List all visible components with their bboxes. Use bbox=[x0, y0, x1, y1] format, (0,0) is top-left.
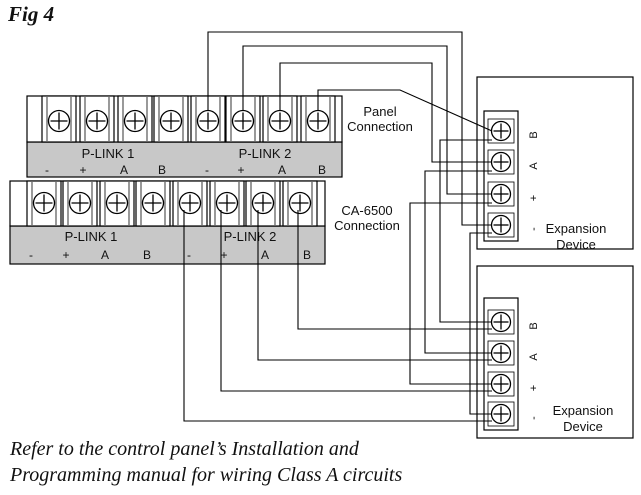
wire-dev1-a-return bbox=[424, 170, 492, 354]
expansion-device-2-label-1: Expansion bbox=[553, 403, 614, 418]
ca6500_board-group2-label: P-LINK 2 bbox=[224, 229, 277, 244]
wire-dev1-minus-return bbox=[469, 232, 492, 415]
expansion-device-1-label-1: Expansion bbox=[546, 221, 607, 236]
caption-line-1: Refer to the control panel’s Installatio… bbox=[10, 438, 359, 460]
panel_board-symbol-2: + bbox=[79, 163, 86, 177]
ca6500_board-terminal-7 bbox=[245, 180, 281, 227]
panel_board-symbol-1: - bbox=[45, 163, 49, 177]
caption: Refer to the control panel’s Installatio… bbox=[10, 436, 630, 488]
wire-ca-minus bbox=[183, 210, 492, 422]
expansion-device-1-symbol-4: - bbox=[528, 227, 540, 231]
ca6500_board-connection-label-2: Connection bbox=[334, 218, 400, 233]
ca6500_board-symbol-1: - bbox=[29, 248, 33, 262]
wire-ca-plus bbox=[220, 210, 492, 392]
expansion-device-2-symbol-4: - bbox=[528, 416, 540, 420]
wire-ca-a bbox=[257, 210, 492, 361]
expansion-device-1-symbol-1: B bbox=[528, 131, 540, 138]
ca6500_board-symbol-7: A bbox=[261, 248, 269, 262]
expansion-device-2-symbol-3: + bbox=[528, 385, 540, 391]
panel_board-group2-label: P-LINK 2 bbox=[239, 146, 292, 161]
wire-panel-minus bbox=[207, 31, 492, 226]
panel_board-symbol-6: + bbox=[237, 163, 244, 177]
expansion-device-2-label-2: Device bbox=[563, 419, 603, 434]
wire-dev1-plus-return bbox=[409, 202, 492, 385]
expansion-device-2-symbol-2: A bbox=[528, 353, 540, 361]
ca6500_board-label-strip bbox=[9, 225, 326, 265]
expansion-device-1-symbol-2: A bbox=[528, 162, 540, 170]
panel_board-symbol-7: A bbox=[278, 163, 286, 177]
figure-title: Fig 4 bbox=[8, 2, 55, 26]
panel_board-symbol-4: B bbox=[158, 163, 166, 177]
caption-line-2: Programming manual for wiring Class A ci… bbox=[10, 464, 403, 486]
ca6500_board-symbol-3: A bbox=[101, 248, 109, 262]
ca6500_board-symbol-6: + bbox=[220, 248, 227, 262]
panel_board-symbol-3: A bbox=[120, 163, 128, 177]
wire-panel-a bbox=[279, 62, 492, 163]
panel_board-label-strip bbox=[26, 141, 343, 178]
ca6500_board-symbol-8: B bbox=[303, 248, 311, 262]
panel_board-group1-label: P-LINK 1 bbox=[82, 146, 135, 161]
wire-ca-b bbox=[297, 210, 492, 330]
ca6500_board-symbol-4: B bbox=[143, 248, 151, 262]
wire-dev1-b-return bbox=[439, 139, 492, 323]
wire-panel-b bbox=[317, 89, 493, 132]
ca6500_board-symbol-2: + bbox=[62, 248, 69, 262]
expansion-device-1-label-2: Device bbox=[556, 237, 596, 252]
expansion-device-1-symbol-3: + bbox=[528, 195, 540, 201]
expansion-device-2-symbol-1: B bbox=[528, 322, 540, 329]
panel_board-symbol-8: B bbox=[318, 163, 326, 177]
ca6500_board-symbol-5: - bbox=[187, 248, 191, 262]
panel_board-connection-label-2: Connection bbox=[347, 119, 413, 134]
panel_board-connection-label-1: Panel bbox=[363, 104, 396, 119]
wire-panel-plus bbox=[242, 45, 492, 195]
ca6500_board-group1-label: P-LINK 1 bbox=[65, 229, 118, 244]
ca6500_board-connection-label-1: CA-6500 bbox=[341, 203, 392, 218]
panel_board-symbol-5: - bbox=[205, 163, 209, 177]
